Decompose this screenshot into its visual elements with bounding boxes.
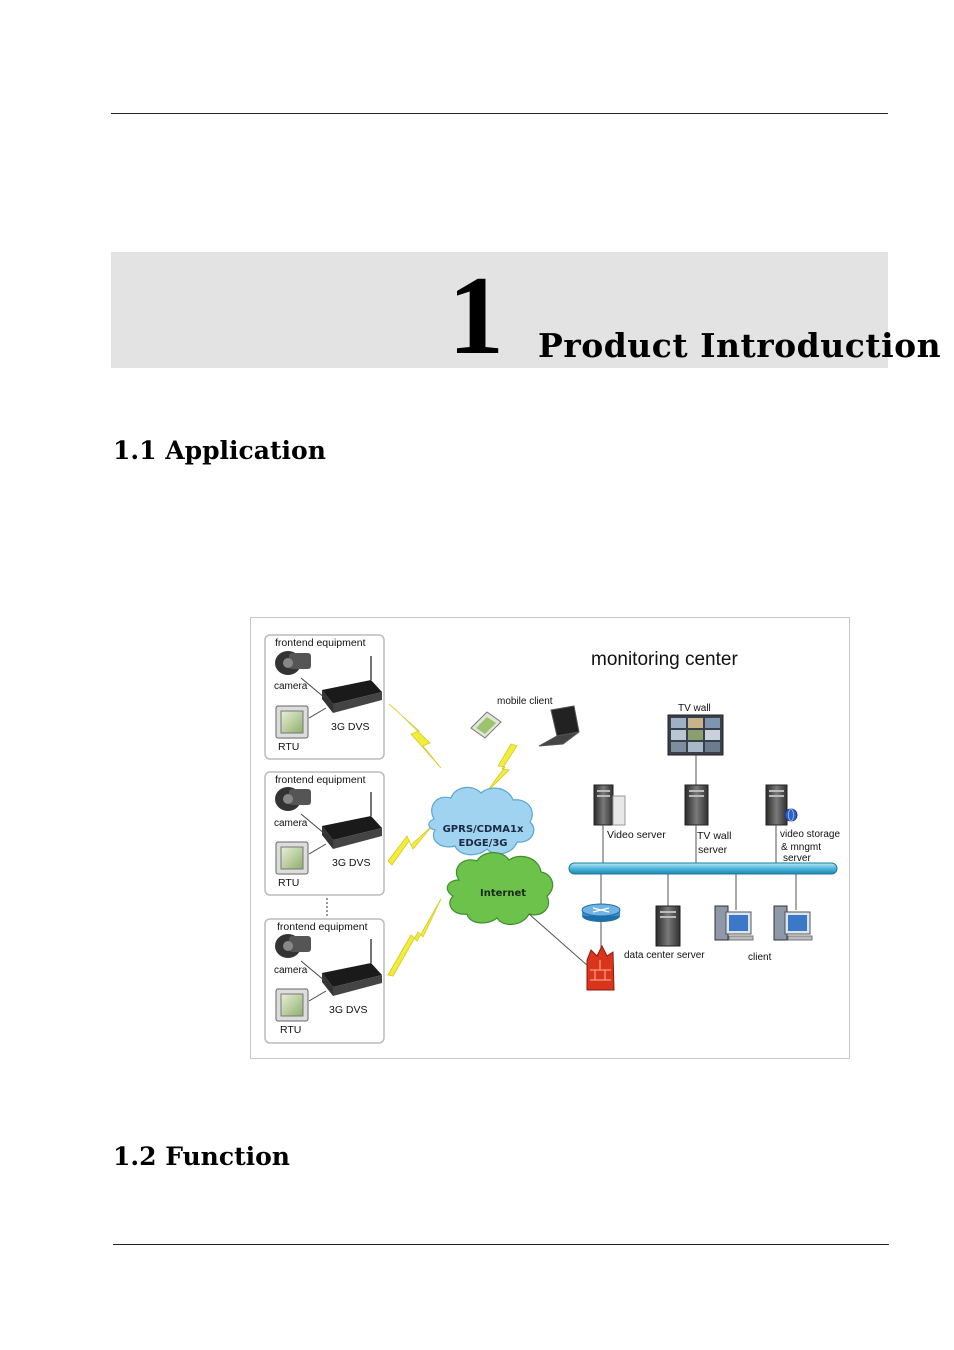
router-icon (581, 903, 621, 922)
monitoring-center-title: monitoring center (591, 649, 738, 670)
chapter-title: Product Introduction (538, 326, 942, 365)
frontend-label: frontend equipment (277, 921, 368, 933)
footer-rule (113, 1244, 889, 1245)
internet-cloud: Internet (446, 852, 554, 925)
computer-icon (773, 905, 813, 941)
lightning-icon (387, 703, 518, 977)
header-rule (111, 113, 888, 114)
dvs-label: 3G DVS (329, 1004, 368, 1016)
internet-label: Internet (480, 888, 526, 899)
camera-icon (275, 651, 311, 675)
storage-label-line1: video storage (780, 829, 840, 840)
rtu-icon (275, 841, 309, 875)
frontend-label: frontend equipment (275, 774, 366, 786)
rtu-label: RTU (278, 741, 299, 753)
pda-icon (470, 711, 502, 739)
video-server: Video server (593, 784, 666, 864)
server-icon (593, 784, 626, 826)
wireless-label-line2: EDGE/3G (459, 838, 508, 849)
camera-icon (275, 934, 311, 958)
storage-label-line2: & mngmt (781, 842, 821, 853)
tv-wall-server-label-line1: TV wall (697, 830, 731, 842)
tv-wall-server: TV wall server (684, 784, 731, 864)
dvs-icon (322, 939, 382, 996)
video-server-label: Video server (607, 829, 666, 841)
camera-icon (275, 787, 311, 811)
lan-bus (568, 862, 838, 875)
chapter-number: 1 (448, 254, 504, 378)
network-diagram: frontend equipment camera 3G DVS RTU fro… (250, 617, 850, 1059)
globe-icon (784, 808, 798, 822)
rtu-icon (275, 988, 309, 1022)
frontend-group: frontend equipment camera 3G DVS RTU (264, 771, 385, 896)
rtu-label: RTU (280, 1024, 301, 1036)
frontend-group: frontend equipment camera 3G DVS RTU (264, 918, 385, 1044)
storage-label-line3: server (783, 853, 811, 864)
tv-wall-icon (667, 714, 724, 756)
tv-wall-server-label-line2: server (698, 844, 728, 856)
dvs-icon (322, 792, 382, 849)
tv-wall: TV wall (667, 703, 724, 786)
mobile-client: mobile client (470, 696, 580, 747)
client-workstations: client (714, 905, 813, 963)
dvs-label: 3G DVS (331, 721, 370, 733)
chapter-banner (111, 252, 888, 368)
dvs-label: 3G DVS (332, 857, 371, 869)
firewall-icon (586, 944, 615, 991)
computer-icon (714, 905, 754, 941)
server-icon (765, 784, 788, 826)
server-icon (684, 784, 709, 826)
server-icon (655, 905, 681, 947)
frontend-label: frontend equipment (275, 637, 366, 649)
camera-label: camera (274, 818, 308, 829)
storage-server: video storage & mngmt server (765, 784, 840, 864)
camera-label: camera (274, 681, 308, 692)
client-label: client (748, 952, 772, 963)
wireless-label-line1: GPRS/CDMA1x (443, 824, 524, 835)
data-center-server-label: data center server (624, 950, 705, 961)
wireless-network-cloud: GPRS/CDMA1x EDGE/3G (428, 786, 535, 856)
section-heading-function: 1.2 Function (113, 1142, 290, 1171)
data-center-server: data center server (624, 905, 705, 961)
tv-wall-label: TV wall (678, 703, 711, 714)
rtu-label: RTU (278, 877, 299, 889)
laptop-icon (538, 705, 580, 747)
mobile-client-label: mobile client (497, 696, 553, 707)
rtu-icon (275, 705, 309, 739)
camera-label: camera (274, 965, 308, 976)
dvs-icon (322, 656, 382, 713)
frontend-group: frontend equipment camera 3G DVS RTU (264, 634, 385, 760)
section-heading-application: 1.1 Application (113, 436, 326, 465)
